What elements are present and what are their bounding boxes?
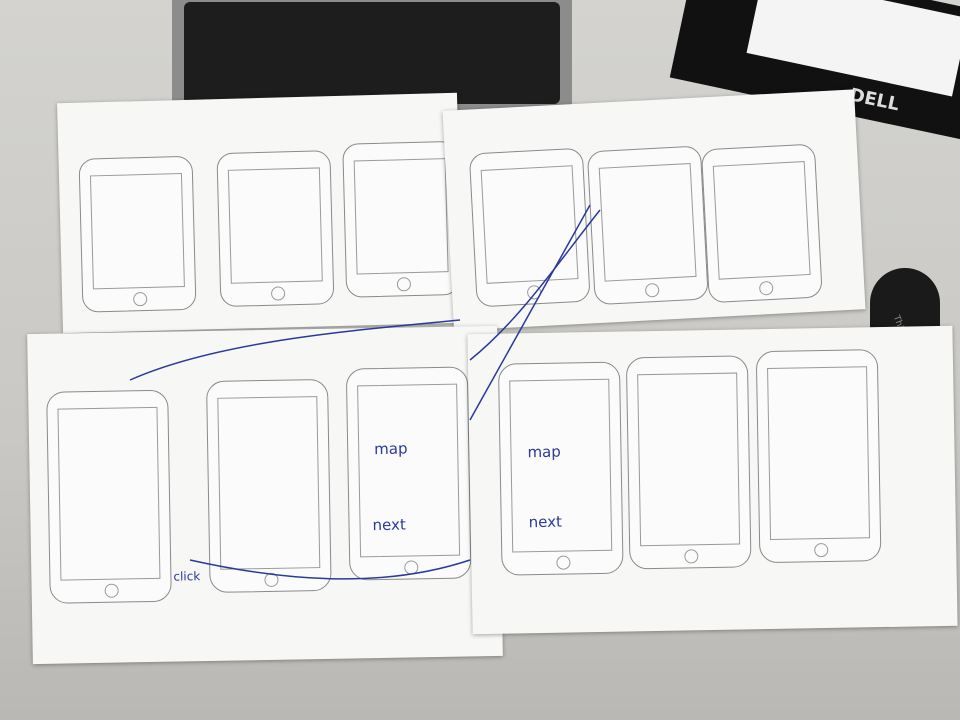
laptop: [172, 0, 572, 112]
laptop-keyboard: [184, 2, 560, 104]
